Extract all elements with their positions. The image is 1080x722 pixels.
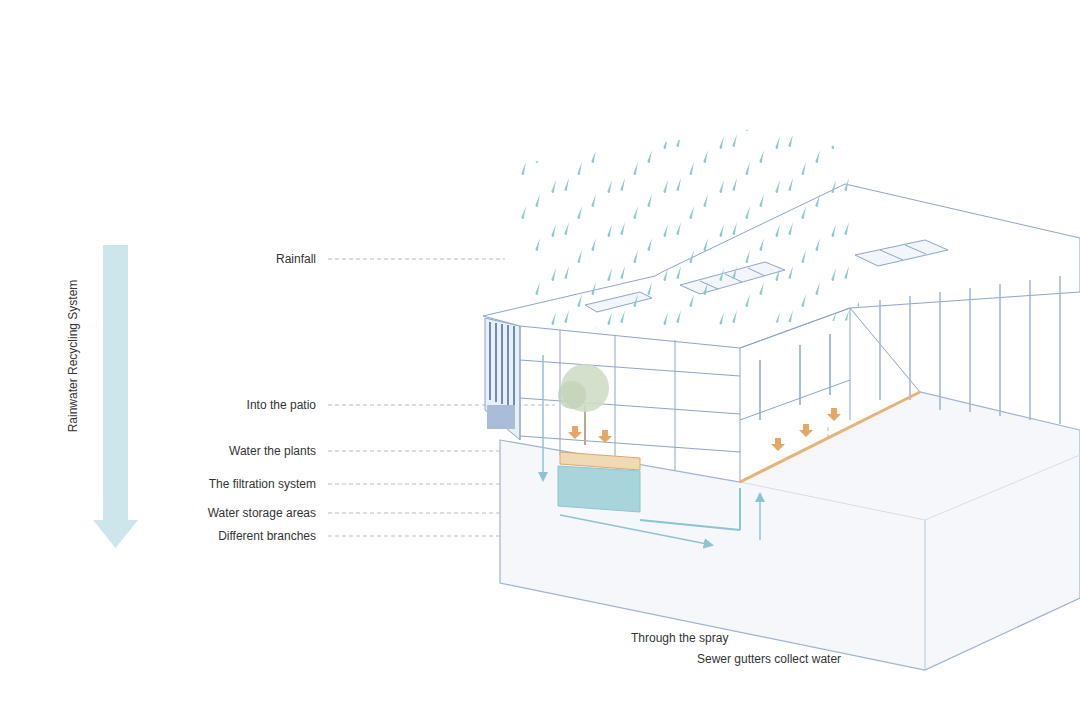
callout-label: Water the plants (229, 443, 316, 459)
callout-label: Rainfall (276, 251, 316, 267)
louvre-facade (485, 318, 520, 440)
flow-arrow (93, 245, 138, 548)
callout-label: Water storage areas (208, 505, 316, 521)
patio-tree (558, 364, 609, 445)
callout-label: The filtration system (209, 476, 316, 492)
callout-label: Through the spray (631, 630, 728, 646)
axis-label: Rainwater Recycling System (65, 280, 81, 433)
callout-label: Different branches (218, 528, 316, 544)
spray-arrows (568, 408, 841, 451)
water-system (543, 355, 920, 545)
rainfall (512, 128, 860, 330)
ground-block (500, 392, 1080, 670)
callout-label: Into the patio (247, 397, 316, 413)
callout-label: Sewer gutters collect water (697, 651, 841, 667)
